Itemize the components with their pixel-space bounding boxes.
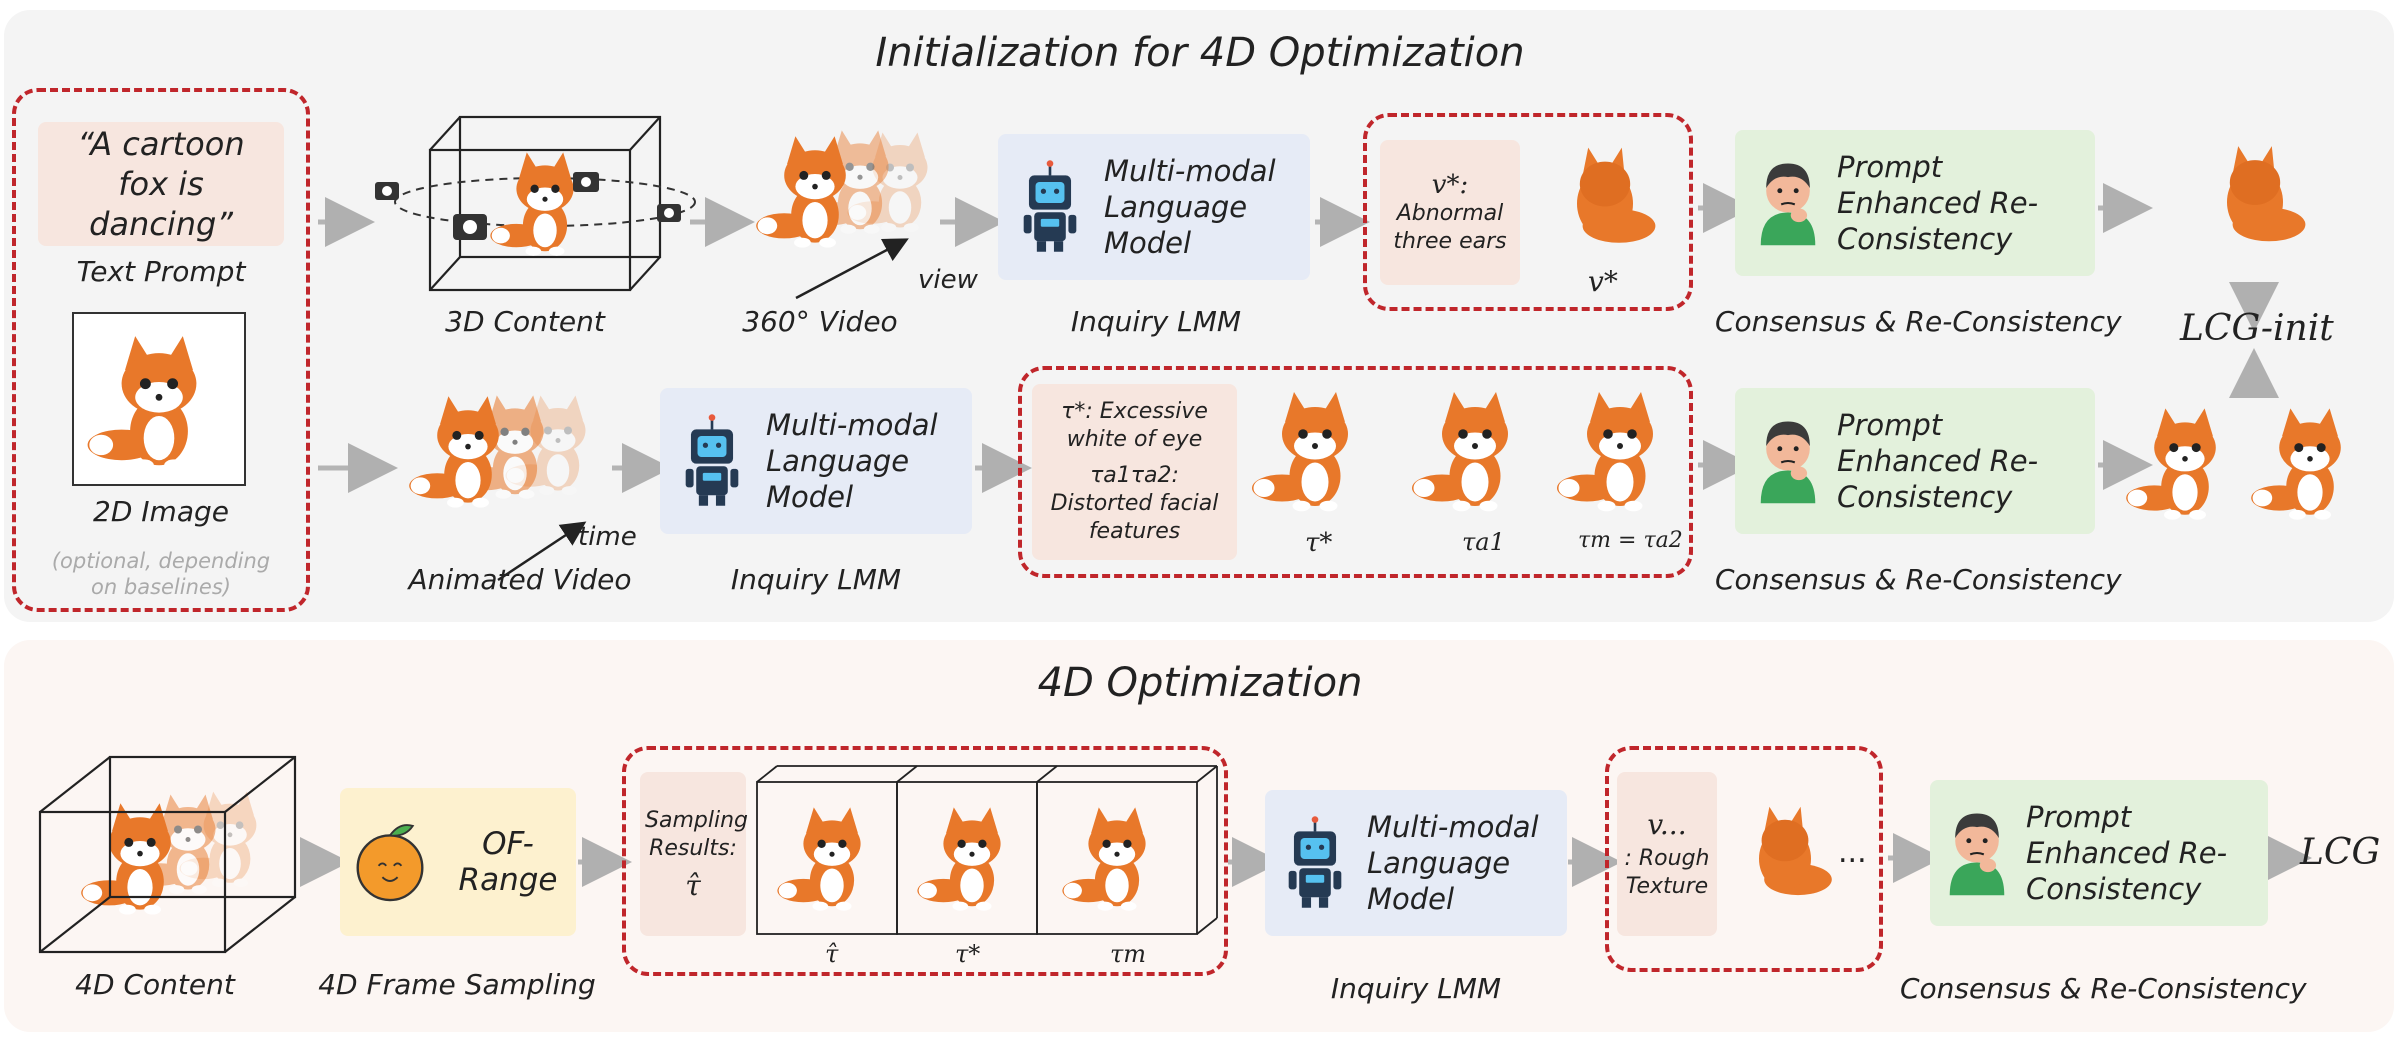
pe-title-top2: Prompt Enhanced Re-Consistency (1837, 408, 2039, 514)
frame-sampling-label: 4D Frame Sampling (318, 968, 596, 1001)
fox-back-result (2227, 146, 2306, 242)
content4d-label: 4D Content (75, 968, 235, 1001)
prompt-quote: “A cartoon fox is dancing” (77, 125, 245, 243)
ellipsis: ... (1838, 835, 1867, 870)
content4d-cube (38, 755, 297, 954)
consensus-label-bottom: Consensus & Re-Consistency (1900, 972, 2307, 1005)
tau-m-caption-bottom: τm (1110, 940, 1147, 968)
rough-texture-text: : Rough Texture (1624, 845, 1710, 899)
of-range-label: OF-Range (458, 826, 558, 898)
sampling-frame (622, 746, 1228, 976)
lmm-box-mid: Multi-modal Language Model (660, 388, 972, 534)
robot-icon (1022, 158, 1078, 254)
tau-m-caption: τm = τa2 (1578, 528, 1683, 553)
orange-icon (356, 824, 424, 902)
tau-star-caption-bottom: τ* (955, 940, 981, 968)
fox-image-icon (87, 336, 197, 472)
v-star-desc: Abnormal three ears (1393, 200, 1507, 254)
rough-texture-frame (1605, 746, 1883, 972)
pe-box-top1: Prompt Enhanced Re-Consistency (1735, 130, 2095, 276)
lmm-title-bottom: Multi-modal Language Model (1367, 810, 1539, 916)
tau-a1-fox (1412, 392, 1508, 512)
result-fox-2 (2251, 408, 2341, 520)
inquiry-label-top: Inquiry LMM (1070, 305, 1242, 338)
inquiry-label-mid: Inquiry LMM (730, 563, 902, 596)
v-star-desc-box: v*: Abnormal three ears (1380, 140, 1520, 285)
robot-icon (684, 412, 740, 508)
lmm-box-top: Multi-modal Language Model (998, 134, 1310, 280)
v-star-frame (1363, 113, 1693, 311)
tau-desc2: τa1τa2: Distorted facial features (1050, 463, 1219, 544)
text-prompt-label: Text Prompt (76, 255, 246, 288)
tau-frame (1018, 366, 1693, 578)
result-fox-1 (2126, 408, 2216, 520)
content3d-cube (375, 115, 696, 292)
lmm-box-bottom: Multi-modal Language Model (1265, 790, 1567, 936)
tau-star-caption: τ* (1305, 528, 1333, 558)
time-label: time (578, 522, 637, 552)
fox-rough-back (1759, 806, 1832, 896)
video360-label: 360° Video (742, 305, 898, 338)
animated-label: Animated Video (408, 563, 632, 596)
view-label: view (918, 265, 978, 295)
sampling-frames (756, 765, 1218, 935)
rough-texture-box: v... : Rough Texture (1617, 772, 1717, 936)
thinker-icon (1948, 812, 2006, 897)
image-label: 2D Image (93, 495, 229, 528)
top-title: Initialization for 4D Optimization (875, 30, 1525, 76)
content3d-label: 3D Content (445, 305, 605, 338)
tau-desc-box: τ*: Excessive white of eye τa1τa2: Disto… (1032, 384, 1237, 560)
tau-a1-caption: τa1 (1462, 528, 1505, 556)
consensus-label-top1: Consensus & Re-Consistency (1715, 305, 2122, 338)
sampling-results-text: Sampling Results: (645, 807, 748, 861)
of-range-box: OF-Range (340, 788, 576, 936)
video360-frames (756, 130, 928, 248)
bottom-title: 4D Optimization (1037, 660, 1363, 706)
optional-note: (optional, depending on baselines) (51, 549, 271, 599)
input-group-frame (12, 88, 310, 612)
fox-back-view (1577, 147, 1656, 243)
loss-cg-init: LCG-init (2180, 308, 2334, 349)
inquiry-label-bottom: Inquiry LMM (1330, 972, 1502, 1005)
pe-box-top2: Prompt Enhanced Re-Consistency (1735, 388, 2095, 534)
loss-cg: LCG (2300, 832, 2381, 873)
sampling-desc-box: Sampling Results: τ̂ (640, 772, 748, 936)
pe-title-top1: Prompt Enhanced Re-Consistency (1837, 150, 2039, 256)
tau-hat-caption: τ̂ (825, 940, 839, 968)
text-prompt-box: “A cartoon fox is dancing” (38, 122, 284, 246)
lmm-title-top: Multi-modal Language Model (1104, 154, 1276, 260)
image-frame (72, 312, 246, 486)
camera-icon (375, 182, 399, 200)
lmm-title-mid: Multi-modal Language Model (766, 408, 938, 514)
tau-m-fox (1557, 392, 1653, 512)
v-star-title: v*: (1431, 169, 1469, 200)
loss-cg-init-text: LCG-init (2180, 308, 2334, 349)
tau-hat-symbol: τ̂ (685, 868, 701, 902)
v-star-caption: v* (1588, 265, 1618, 298)
v-dots: v... (1647, 807, 1687, 841)
consensus-label-top2: Consensus & Re-Consistency (1715, 563, 2122, 596)
pe-box-bottom: Prompt Enhanced Re-Consistency (1930, 780, 2268, 926)
thinker-icon (1759, 420, 1817, 505)
thinker-icon (1759, 162, 1817, 247)
tau-star-fox (1252, 392, 1348, 512)
robot-icon (1287, 814, 1343, 910)
tau-desc1: τ*: Excessive white of eye (1061, 399, 1208, 452)
pe-title-bottom: Prompt Enhanced Re-Consistency (2026, 800, 2228, 906)
